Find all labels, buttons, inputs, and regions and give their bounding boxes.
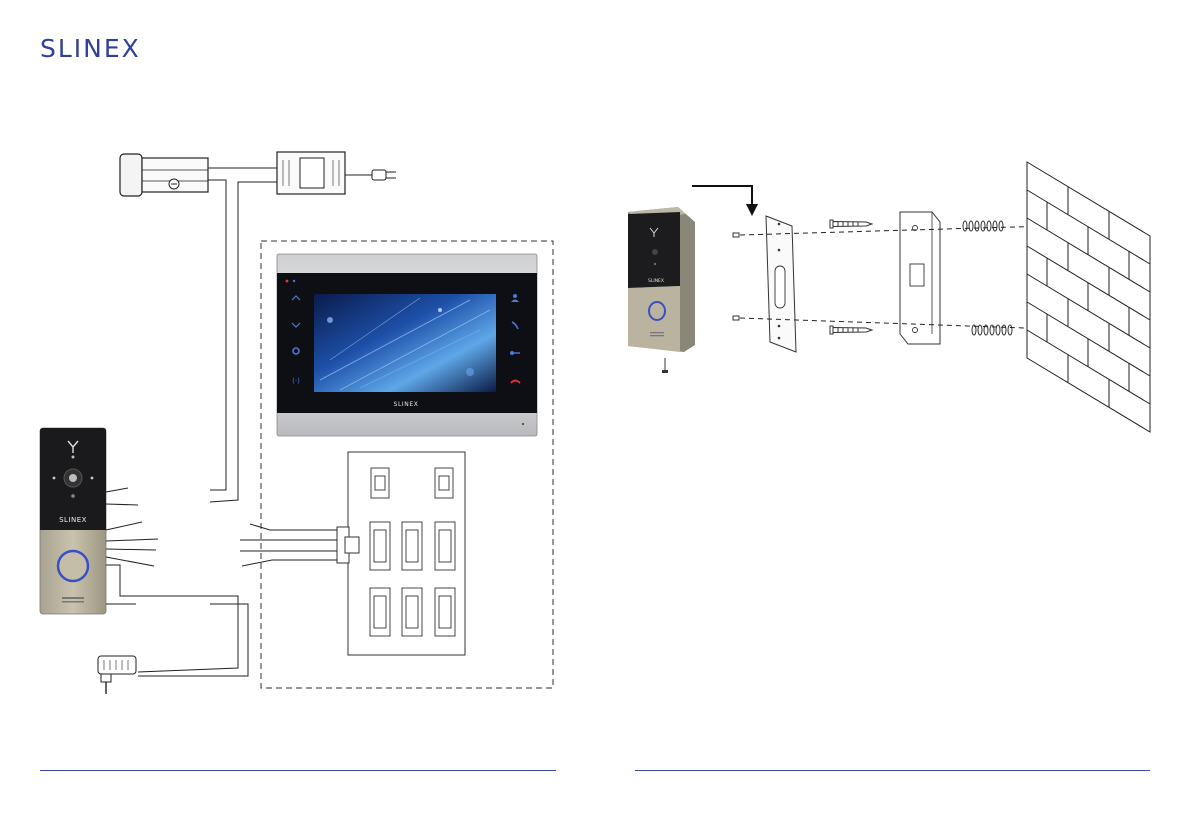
mount-arrow [692, 186, 752, 210]
door-station: SLINEX [40, 428, 106, 614]
mount-screws [733, 220, 872, 334]
connector [370, 522, 455, 570]
monitor-connector-panel [337, 452, 465, 655]
mount-door-station-label: SLINEX [648, 278, 664, 284]
monitor-bezel-label: SLINEX [394, 401, 419, 408]
lock-wires [208, 168, 277, 502]
brick-wall [1027, 162, 1150, 432]
power-adapter [98, 656, 136, 694]
footer-rule-right [635, 770, 1150, 771]
connector [370, 588, 455, 636]
intercom-icon[interactable]: (·) [292, 377, 300, 385]
door-station-label: SLINEX [59, 516, 87, 524]
footer-rule-left [40, 770, 556, 771]
wall-plugs [963, 221, 1012, 335]
video-monitor: (·) SLINEX [277, 254, 537, 436]
door-station-wires [106, 488, 337, 676]
svg-text:(·): (·) [292, 377, 300, 385]
mount-bracket-plate [766, 216, 796, 352]
electric-lock [120, 154, 208, 196]
lock-power-supply [277, 152, 396, 194]
call-button[interactable] [58, 551, 88, 581]
mount-door-station: SLINEX [628, 207, 695, 373]
